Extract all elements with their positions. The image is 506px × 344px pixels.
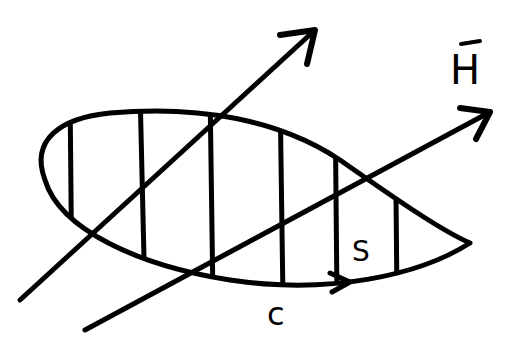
field-line (85, 112, 490, 330)
field-label: H (448, 50, 482, 90)
hatching (70, 90, 397, 300)
surface-label: S (350, 238, 372, 266)
field-arrowhead (280, 30, 315, 64)
contour-arrow (330, 273, 350, 292)
field-arrowhead (460, 108, 490, 139)
field-line (20, 30, 315, 300)
contour-label: c (265, 298, 287, 330)
vector-bar (461, 41, 480, 44)
contour-outline (41, 111, 470, 285)
